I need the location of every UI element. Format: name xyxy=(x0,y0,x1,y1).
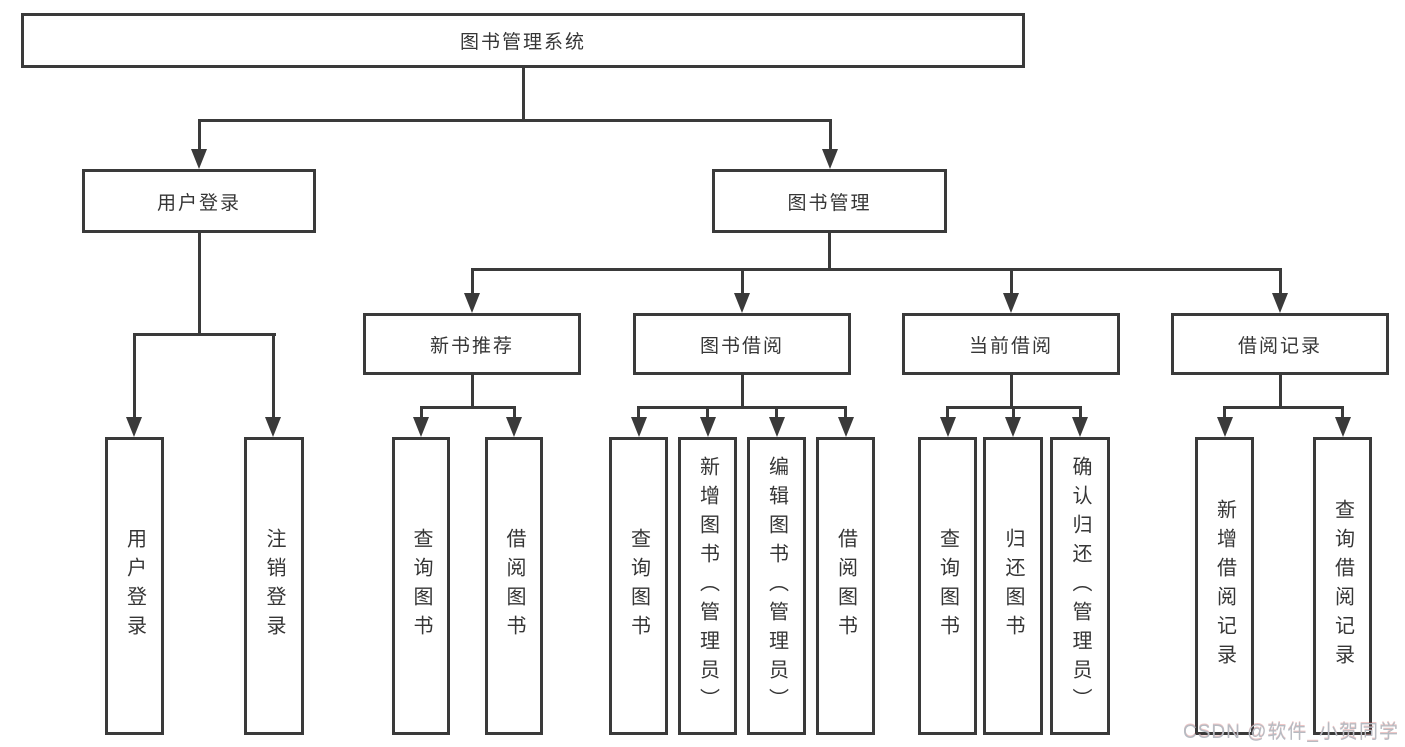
arrow-down-icon xyxy=(1334,417,1351,437)
arrow-down-icon xyxy=(734,293,750,313)
connector-line xyxy=(470,375,474,409)
arrow-down-icon xyxy=(837,417,854,437)
connector-line xyxy=(470,268,1282,271)
leaf-query-books-current: 查询图书 xyxy=(918,437,977,735)
leaf-label: 用户登录 xyxy=(123,528,146,644)
arrow-down-icon xyxy=(822,149,838,169)
leaf-label: 归还图书 xyxy=(1002,528,1024,644)
connector-line xyxy=(844,406,847,420)
connector-line xyxy=(775,406,778,420)
connector-line xyxy=(946,406,949,420)
connector-line xyxy=(470,268,474,296)
connector-line xyxy=(197,233,201,336)
arrow-down-icon xyxy=(939,417,956,437)
leaf-borrow-books-recommend: 借阅图书 xyxy=(485,437,543,735)
node-label: 图书管理 xyxy=(787,192,872,214)
connector-line xyxy=(1278,375,1282,409)
node-label: 用户登录 xyxy=(156,192,241,214)
connector-line xyxy=(419,406,423,420)
node-label: 图书借阅 xyxy=(699,335,784,357)
leaf-label: 查询借阅记录 xyxy=(1331,499,1354,673)
connector-line xyxy=(1011,406,1015,420)
node-book-borrowing: 图书借阅 xyxy=(633,313,851,375)
connector-line xyxy=(271,333,275,419)
leaf-add-books-admin: 新增图书（管理员） xyxy=(678,437,737,735)
connector-line xyxy=(197,119,201,151)
connector-line xyxy=(132,333,136,419)
leaf-query-borrow-record: 查询借阅记录 xyxy=(1313,437,1372,735)
node-label: 当前借阅 xyxy=(968,335,1053,357)
connector-line xyxy=(1078,406,1082,420)
leaf-user-login: 用户登录 xyxy=(105,437,164,735)
node-label: 图书管理系统 xyxy=(459,32,586,53)
arrow-down-icon xyxy=(413,417,429,437)
leaf-label: 借阅图书 xyxy=(503,528,525,644)
leaf-query-books-borrowing: 查询图书 xyxy=(609,437,668,735)
arrow-down-icon xyxy=(699,417,716,437)
connector-line xyxy=(419,406,516,409)
leaf-edit-books-admin: 编辑图书（管理员） xyxy=(747,437,806,735)
connector-line xyxy=(828,119,832,151)
connector-line xyxy=(197,119,832,122)
connector-line xyxy=(637,406,640,420)
arrow-down-icon xyxy=(1272,293,1288,313)
leaf-label: 编辑图书（管理员） xyxy=(765,455,788,717)
node-book-management: 图书管理 xyxy=(712,169,947,233)
leaf-logout: 注销登录 xyxy=(244,437,304,735)
arrow-down-icon xyxy=(506,417,522,437)
connector-line xyxy=(740,375,744,409)
arrow-down-icon xyxy=(191,149,207,169)
leaf-borrow-books: 借阅图书 xyxy=(816,437,875,735)
arrow-down-icon xyxy=(265,417,281,437)
leaf-label: 新增借阅记录 xyxy=(1213,499,1236,673)
node-library-management-system: 图书管理系统 xyxy=(21,13,1025,68)
connector-line xyxy=(1341,406,1344,420)
arrow-down-icon xyxy=(126,417,142,437)
leaf-label: 查询图书 xyxy=(936,528,959,644)
arrow-down-icon xyxy=(464,293,480,313)
arrow-down-icon xyxy=(768,417,785,437)
node-borrowing-records: 借阅记录 xyxy=(1171,313,1389,375)
connector-line xyxy=(637,406,847,409)
leaf-label: 查询图书 xyxy=(627,528,650,644)
arrow-down-icon xyxy=(1003,293,1019,313)
node-user-login: 用户登录 xyxy=(82,169,316,233)
connector-line xyxy=(740,268,744,296)
node-label: 借阅记录 xyxy=(1237,335,1322,357)
arrow-down-icon xyxy=(1005,417,1021,437)
node-label: 新书推荐 xyxy=(429,335,514,357)
arrow-down-icon xyxy=(630,417,647,437)
leaf-query-books-recommend: 查询图书 xyxy=(392,437,450,735)
connector-line xyxy=(828,233,831,271)
connector-line xyxy=(1223,406,1344,409)
leaf-label: 注销登录 xyxy=(263,528,285,644)
connector-line xyxy=(1223,406,1226,420)
connector-line xyxy=(1009,375,1013,409)
leaf-return-books: 归还图书 xyxy=(983,437,1043,735)
leaf-label: 确认归还（管理员） xyxy=(1069,455,1091,717)
leaf-label: 查询图书 xyxy=(410,528,432,644)
connector-line xyxy=(512,406,516,420)
connector-line xyxy=(521,68,525,122)
arrow-down-icon xyxy=(1216,417,1233,437)
node-new-book-recommendation: 新书推荐 xyxy=(363,313,581,375)
connector-line xyxy=(132,333,276,336)
leaf-add-borrow-record: 新增借阅记录 xyxy=(1195,437,1254,735)
connector-line xyxy=(1009,268,1013,296)
watermark: CSDN @软件_小贺同学 xyxy=(1183,722,1399,743)
connector-line xyxy=(1278,268,1282,296)
leaf-label: 借阅图书 xyxy=(834,528,857,644)
leaf-label: 新增图书（管理员） xyxy=(696,455,719,717)
connector-line xyxy=(706,406,709,420)
arrow-down-icon xyxy=(1072,417,1088,437)
node-current-borrowing: 当前借阅 xyxy=(902,313,1120,375)
leaf-confirm-return-admin: 确认归还（管理员） xyxy=(1050,437,1110,735)
